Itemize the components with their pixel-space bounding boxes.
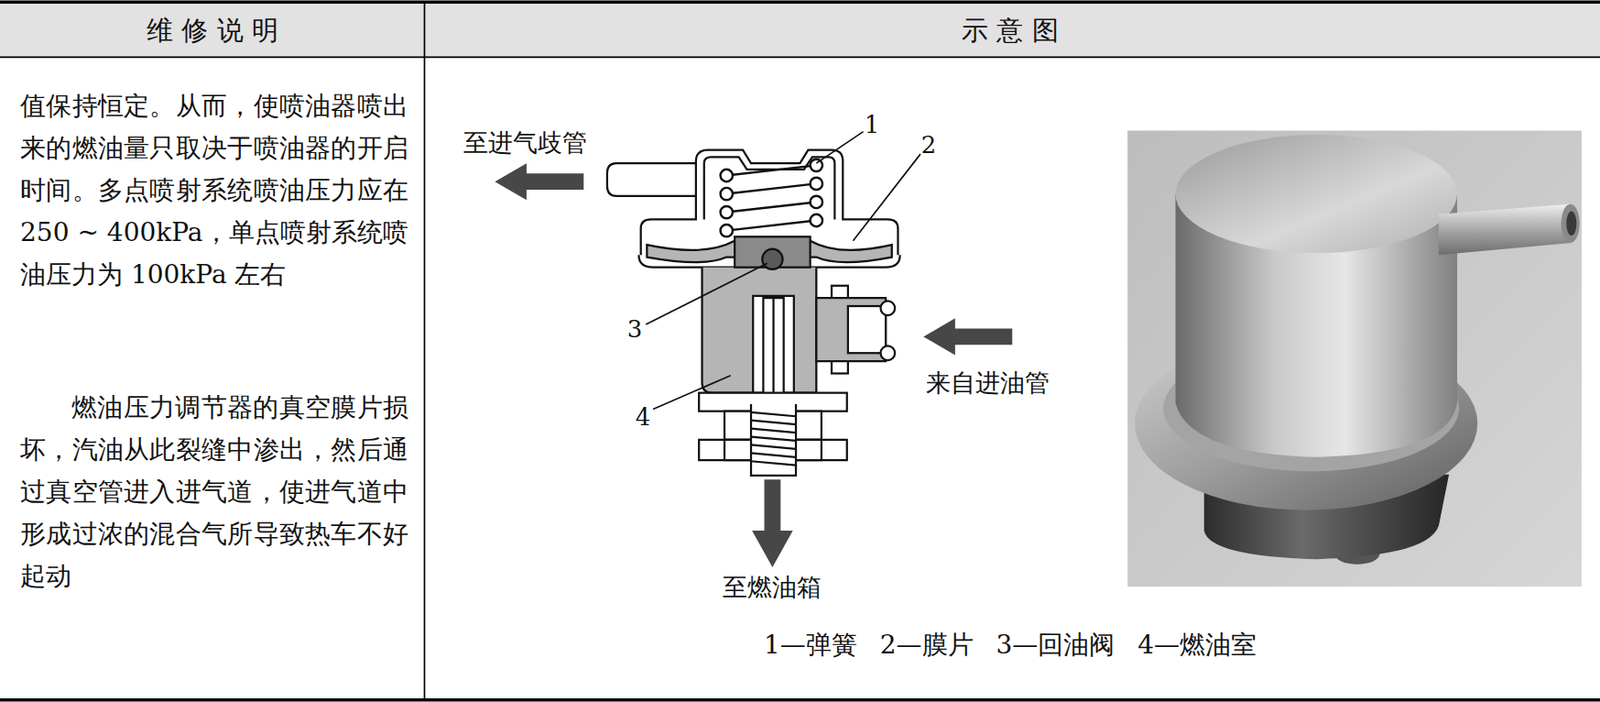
regulator-section: [720, 187, 733, 200]
regulator-section: [704, 156, 836, 219]
callout-number: 4: [635, 402, 652, 431]
table-frame: [0, 1, 1600, 57]
callout-number: 2: [921, 130, 937, 159]
regulator-photo: [1175, 134, 1459, 253]
regulator-photo: [1127, 130, 1582, 588]
flow-arrows: [494, 163, 584, 200]
regulator-section: [726, 219, 817, 230]
table-cell: 燃油压力调节器的真空膜片损坏，汽油从此裂缝中渗出，然后通过真空管进入进气道，使进…: [20, 386, 409, 598]
regulator-section: [720, 159, 823, 238]
regulator-section: [810, 195, 823, 208]
table-frame: [0, 0, 1600, 4]
regulator-section: [726, 164, 817, 175]
regulator-section: [762, 297, 784, 404]
flow-arrows: [923, 317, 1013, 355]
flow-label: 来自进油管: [925, 366, 1050, 400]
regulator-section: [848, 305, 886, 353]
leader-lines: [645, 131, 921, 410]
regulator-section: [810, 214, 823, 227]
regulator-section: [720, 169, 733, 182]
regulator-section: [702, 267, 817, 393]
regulator-section: [726, 201, 817, 212]
leader-lines: [645, 262, 768, 325]
regulator-section: [751, 403, 796, 476]
regulator-photo: [1561, 204, 1580, 243]
callout-number: 3: [627, 315, 643, 343]
table-frame: [0, 697, 1600, 701]
callout-number: 1: [864, 110, 881, 139]
leader-lines: [653, 375, 731, 410]
regulator-section: [881, 345, 896, 360]
regulator-section: [761, 249, 783, 270]
regulator-photo: [1438, 204, 1572, 256]
regulator-section: [751, 412, 796, 466]
regulator-section: [726, 183, 817, 194]
regulator-photo: [1127, 130, 1582, 588]
regulator-section: [772, 297, 774, 404]
flow-label: 至燃油箱: [722, 570, 822, 604]
regulator-section: [607, 163, 697, 196]
regulator-section: [607, 150, 901, 476]
figure-caption: 1—弹簧 2—膜片 3—回油阀 4—燃油室: [763, 627, 1257, 663]
regulator-section: [720, 224, 733, 237]
table-frame: [424, 1, 426, 700]
flow-label: 至进气歧管: [463, 126, 588, 160]
table-cell: 值保持恒定。从而，使喷油器喷出来的燃油量只取决于喷油器的开启时间。多点喷射系统喷…: [20, 85, 409, 296]
leader-lines: [852, 153, 921, 241]
flow-arrows: [751, 478, 794, 567]
table-frame: [0, 56, 1600, 59]
column-header: 维 修 说 明: [146, 12, 279, 50]
leader-lines: [816, 131, 863, 164]
regulator-section: [720, 206, 733, 218]
column-header: 示 意 图: [961, 12, 1058, 50]
regulator-section: [810, 177, 823, 190]
regulator-section: [816, 297, 886, 361]
flow-arrows: [494, 163, 1013, 567]
regulator-photo: [1566, 210, 1577, 236]
regulator-section: [881, 300, 896, 316]
